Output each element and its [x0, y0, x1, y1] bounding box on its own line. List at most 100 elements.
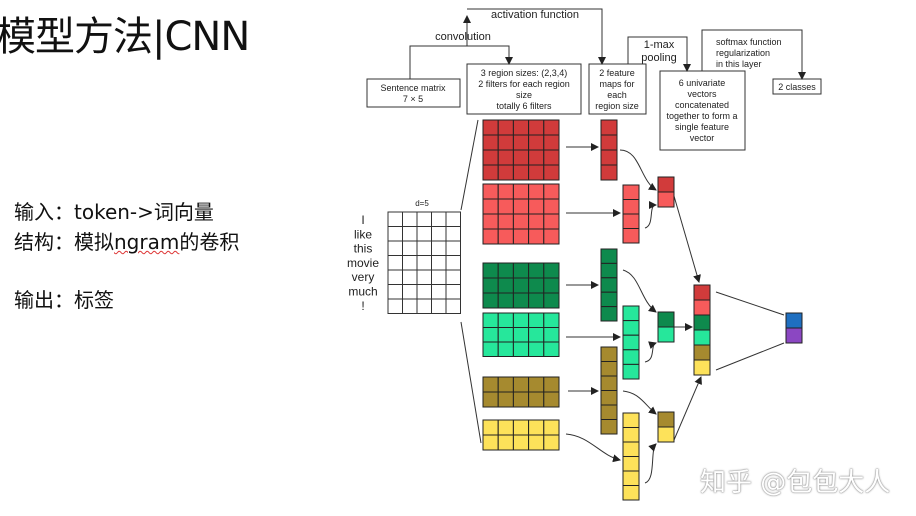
feature-map-red-cell: [600, 164, 618, 181]
univariate-box-line: vectors: [687, 89, 717, 99]
filter-yellow-cell: [543, 434, 560, 451]
filter-light-red-cell: [482, 183, 499, 200]
sentence-box-line: 7 × 5: [403, 94, 423, 104]
filter-olive: [482, 376, 560, 408]
filter-light-green-cell: [497, 312, 514, 328]
filter-light-green-cell: [543, 341, 560, 357]
sentence-matrix-cell: [402, 298, 418, 314]
watermark: 知乎 @包包大人: [700, 468, 891, 498]
feature-map-light-red-cell: [622, 228, 640, 244]
filter-red-cell: [482, 149, 499, 166]
filter-red-cell: [543, 134, 560, 151]
sentence-matrix-cell: [402, 240, 418, 256]
sentence-matrix-cell: [445, 298, 461, 314]
feature-map-olive-cell: [600, 390, 618, 406]
classes-box: [772, 78, 822, 95]
filter-light-red-cell: [512, 228, 530, 245]
sentence-word: this: [354, 242, 373, 256]
sentence-matrix-cell: [402, 211, 418, 227]
filter-light-red-cell: [497, 213, 514, 230]
structure-suffix: 的卷积: [179, 230, 240, 254]
sentence-matrix: [387, 211, 461, 314]
filter-light-red-cell: [512, 198, 530, 215]
filter-red-cell: [528, 134, 545, 151]
feature-map-dark-green-cell: [600, 291, 618, 308]
filter-olive-cell: [543, 376, 560, 393]
feature-map-yellow-cell: [622, 470, 640, 486]
filter-red-cell: [482, 164, 499, 181]
activation-connector: [467, 8, 606, 65]
filter-light-green-cell: [497, 327, 514, 343]
filter-light-red-cell: [497, 198, 514, 215]
filter-dark-green-cell: [497, 277, 514, 294]
classes-label: 2 classes: [778, 82, 816, 92]
feature-maps-box: [588, 63, 647, 115]
filter-light-green-cell: [528, 327, 545, 343]
region-box-line: 3 region sizes: (2,3,4): [481, 68, 568, 78]
filter-light-green-cell: [482, 312, 499, 328]
filter-red-cell: [512, 164, 530, 181]
feature-map-yellow-cell: [622, 427, 640, 443]
sentence-matrix-cell: [445, 226, 461, 242]
filter-red-cell: [512, 149, 530, 166]
filter-dark-green-cell: [543, 292, 560, 309]
feature-map-red-cell: [600, 134, 618, 151]
filter-red-cell: [482, 134, 499, 151]
pooled-olive-cell: [657, 411, 675, 428]
filter-dark-green-cell: [543, 262, 560, 279]
filter-yellow-cell: [512, 434, 530, 451]
filter-red-cell: [528, 164, 545, 181]
feature-map-yellow-cell: [622, 412, 640, 428]
sentence-word: I: [361, 213, 364, 227]
filter-red-cell: [497, 134, 514, 151]
filter-light-red-cell: [528, 213, 545, 230]
softmax-label-line: in this layer: [716, 59, 762, 69]
fan-line-top: [460, 119, 479, 211]
filter-red-cell: [543, 119, 560, 136]
filter-light-red: [482, 183, 560, 245]
filter-dark-green-cell: [482, 262, 499, 279]
filter-olive-cell: [482, 391, 499, 408]
sentence-matrix-cell: [445, 240, 461, 256]
feature-map-yellow-cell: [622, 485, 640, 501]
pooled-red: [657, 176, 675, 208]
feature-map-red-cell: [600, 119, 618, 136]
fan-line-bottom: [460, 321, 482, 444]
filter-light-green-cell: [543, 312, 560, 328]
sentence-word: like: [354, 227, 372, 241]
filter-olive-cell: [497, 376, 514, 393]
sentence-word: movie: [347, 256, 379, 270]
sentence-matrix-cell: [416, 255, 432, 271]
convolution-connector: [409, 45, 513, 79]
feature-map-light-green-cell: [622, 320, 640, 336]
filter-light-red-cell: [543, 198, 560, 215]
region-box-line: size: [516, 90, 532, 100]
filter-olive-cell: [543, 391, 560, 408]
feature-map-olive-cell: [600, 419, 618, 435]
filter-light-green-cell: [528, 341, 545, 357]
univariate-box-line: concatenated: [675, 100, 729, 110]
feature-map-olive-cell: [600, 404, 618, 420]
filter-yellow: [482, 419, 560, 451]
pooled-green-cell: [657, 326, 675, 343]
filter-olive-cell: [512, 391, 530, 408]
sentence-matrix-cell: [431, 226, 447, 242]
filter-light-red-cell: [528, 183, 545, 200]
filter-red: [482, 119, 560, 181]
concatenated-vector-cell: [693, 359, 711, 376]
sentence-matrix-cell: [387, 269, 403, 285]
sentence-matrix-cell: [416, 240, 432, 256]
filter-yellow-cell: [528, 419, 545, 436]
dimension-label: d=5: [415, 199, 429, 208]
filter-light-red-cell: [497, 183, 514, 200]
pooled-red-cell: [657, 191, 675, 208]
filter-dark-green-cell: [528, 262, 545, 279]
pooled-green: [657, 311, 675, 343]
concatenated-vector-cell: [693, 329, 711, 346]
filter-olive-cell: [482, 376, 499, 393]
feature-map-dark-green-cell: [600, 277, 618, 293]
filter-dark-green-cell: [497, 262, 514, 279]
concatenated-vector: [693, 284, 711, 376]
sentence-matrix-cell: [445, 269, 461, 285]
